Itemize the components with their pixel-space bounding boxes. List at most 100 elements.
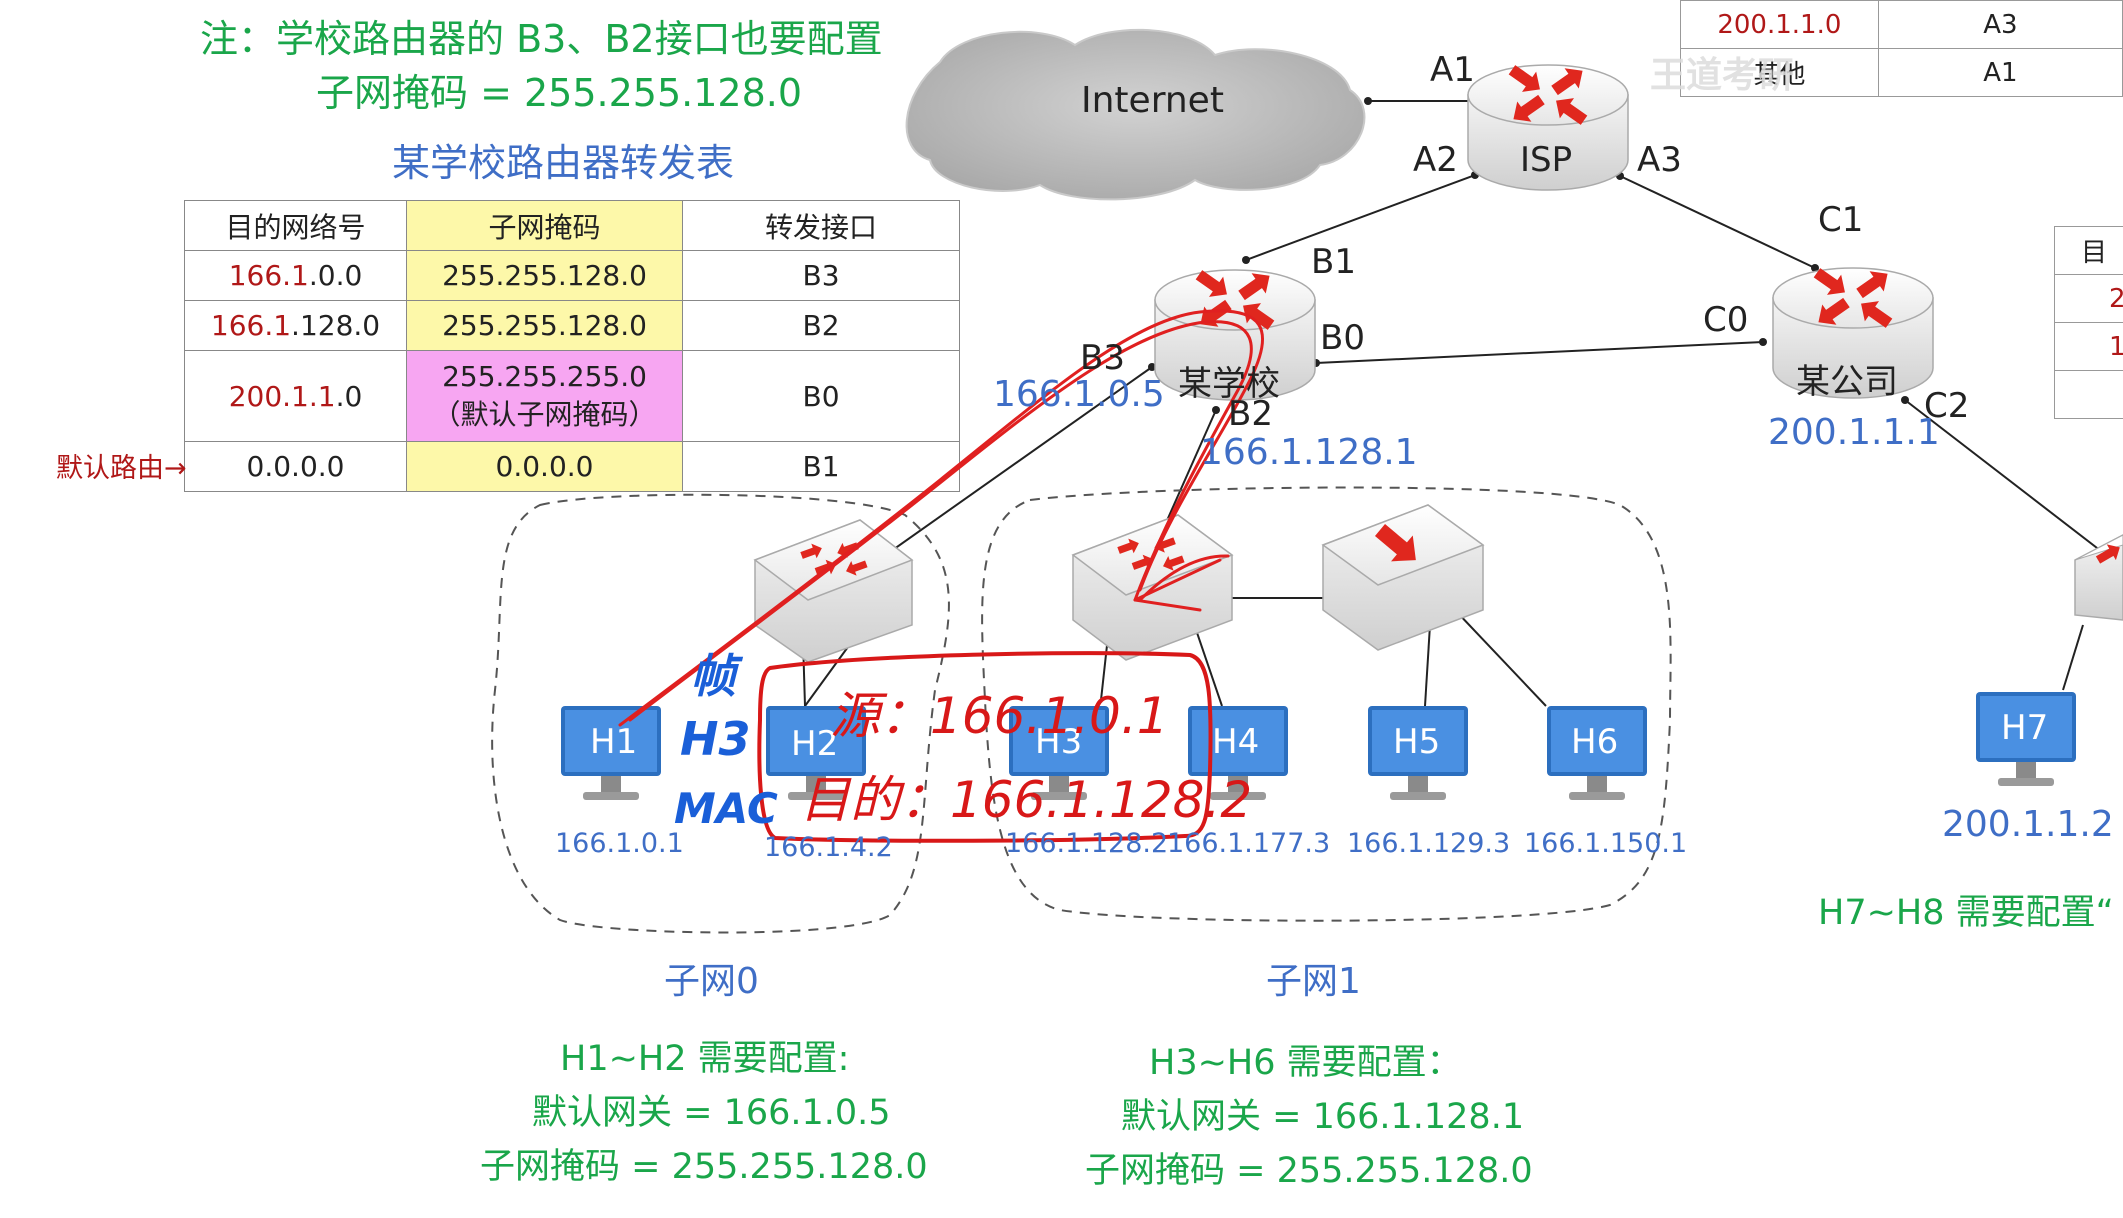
host-h1-icon	[561, 706, 661, 800]
b2-ip: 166.1.128.1	[1200, 432, 1418, 473]
host-h1-label: H1	[590, 722, 638, 762]
config-h3h6-title: H3~H6 需要配置：	[1149, 1043, 1462, 1083]
config-h1h2-gateway: 默认网关 = 166.1.0.5	[532, 1093, 891, 1133]
red-path-annotation	[618, 309, 1265, 727]
company-table-cell: 目	[2054, 226, 2123, 275]
company-table: 目 2 1	[2054, 226, 2123, 419]
row-dest: 166.1.0.0	[184, 250, 407, 301]
port-a3: A3	[1637, 140, 1682, 180]
port-a1: A1	[1430, 50, 1475, 90]
row-iface: B1	[682, 441, 960, 492]
b3-ip: 166.1.0.5	[993, 374, 1165, 415]
host-h4-ip: 166.1.177.3	[1167, 828, 1331, 859]
config-h3h6-mask: 子网掩码 = 255.255.128.0	[1085, 1151, 1533, 1191]
handwritten-mac: MAC	[674, 784, 778, 833]
host-h7-label: H7	[2001, 708, 2049, 748]
host-h5-label: H5	[1393, 722, 1441, 762]
company-router-label: 某公司	[1796, 362, 1898, 402]
port-b2: B2	[1228, 394, 1273, 434]
default-route-label: 默认路由→	[56, 453, 187, 484]
switch2-icon	[1321, 504, 1485, 651]
right-router-icon	[2074, 534, 2123, 621]
handwritten-h3: H3	[680, 712, 751, 766]
note-line2: 子网掩码 = 255.255.128.0	[316, 71, 803, 115]
company-ip: 200.1.1.1	[1768, 412, 1940, 453]
port-a2: A2	[1413, 140, 1458, 180]
link-switch2-h5	[1424, 624, 1431, 707]
row-iface: B3	[682, 250, 960, 301]
port-b1: B1	[1311, 242, 1356, 282]
host-h3-ip: 166.1.128.2	[1005, 828, 1169, 859]
row-mask: 255.255.128.0	[406, 300, 683, 351]
handwritten-src: 源：166.1.0.1	[830, 687, 1169, 745]
link-switch0-h2b	[804, 639, 854, 707]
port-c2: C2	[1924, 386, 1970, 426]
handwritten-dst: 目的：166.1.128.2	[800, 771, 1253, 829]
config-h7h8-title: H7~H8 需要配置“	[1818, 893, 2114, 933]
row-dest: 200.1.1.0	[184, 350, 407, 442]
host-h6-label: H6	[1571, 722, 1619, 762]
subnet1-boundary	[981, 486, 1672, 922]
row-mask: 255.255.128.0	[406, 250, 683, 301]
routing-table-title: 某学校路由器转发表	[392, 141, 735, 185]
link-a2-b1	[1245, 174, 1476, 261]
host-h6-ip: 166.1.150.1	[1524, 828, 1688, 859]
table-row: 200.1.1.0 255.255.255.0（默认子网掩码） B0	[184, 350, 960, 442]
row-mask: 0.0.0.0	[406, 441, 683, 492]
host-h2-label: H2	[791, 724, 839, 764]
host-h7-icon	[1976, 692, 2076, 786]
isp-row-iface: A1	[1877, 48, 2123, 97]
handwritten-frame: 帧	[690, 649, 736, 703]
host-h7-ip: 200.1.1.2	[1942, 804, 2114, 845]
subnet1-label: 子网1	[1266, 961, 1361, 1002]
subnet0-label: 子网0	[664, 961, 759, 1002]
link-h7	[2062, 624, 2084, 691]
company-table-cell	[2054, 370, 2123, 419]
host-h1-ip: 166.1.0.1	[555, 828, 684, 859]
header-mask: 子网掩码	[406, 200, 683, 251]
header-iface: 转发接口	[682, 200, 960, 251]
host-h4-label: H4	[1212, 722, 1260, 762]
row-dest: 0.0.0.0	[184, 441, 407, 492]
port-c0: C0	[1703, 300, 1749, 340]
isp-router-label: ISP	[1520, 140, 1573, 180]
row-iface: B0	[682, 350, 960, 442]
config-h1h2-title: H1~H2 需要配置:	[560, 1039, 850, 1079]
isp-row-dest: 其他	[1680, 48, 1879, 97]
header-dest: 目的网络号	[184, 200, 407, 251]
internet-cloud	[905, 28, 1366, 201]
row-dest: 166.1.128.0	[184, 300, 407, 351]
host-h5-ip: 166.1.129.3	[1347, 828, 1511, 859]
subnet0-boundary	[491, 493, 950, 934]
host-h5-icon	[1368, 706, 1468, 800]
link-switch2-h6	[1454, 609, 1547, 707]
host-h2-ip: 166.1.4.2	[764, 832, 893, 863]
note-line1: 注：学校路由器的 B3、B2接口也要配置	[200, 17, 883, 61]
host-icons	[561, 692, 2076, 800]
company-router-icon	[1772, 262, 1934, 399]
port-b0: B0	[1320, 318, 1365, 358]
school-router-label: 某学校	[1178, 364, 1280, 404]
watermark-logo: 王道考研	[1650, 55, 1795, 96]
link-b0-c0	[1315, 341, 1764, 364]
table-row: 200.1.1.0 A3	[1680, 0, 2123, 49]
isp-router-icon	[1467, 59, 1629, 191]
link-b3-switch0	[852, 366, 1153, 579]
routing-table-header: 目的网络号 子网掩码 转发接口	[184, 200, 960, 251]
internet-label: Internet	[1081, 80, 1224, 121]
host-h4-icon	[1188, 706, 1288, 800]
link-a3-c1	[1619, 175, 1816, 269]
isp-table: 200.1.1.0 A3 其他 A1	[1680, 0, 2123, 97]
table-row: 0.0.0.0 0.0.0.0 B1	[184, 441, 960, 492]
table-row: 其他 A1	[1680, 48, 2123, 97]
isp-row-dest: 200.1.1.0	[1680, 0, 1879, 49]
link-b2-switch1	[1164, 409, 1217, 526]
config-h3h6-gateway: 默认网关 = 166.1.128.1	[1121, 1097, 1525, 1137]
routing-table: 目的网络号 子网掩码 转发接口 166.1.0.0 255.255.128.0 …	[184, 200, 960, 492]
host-h3-icon	[1009, 706, 1109, 800]
host-h2-icon	[766, 706, 866, 800]
table-row: 166.1.0.0 255.255.128.0 B3	[184, 250, 960, 301]
row-mask: 255.255.255.0（默认子网掩码）	[406, 350, 683, 442]
link-c2-h7	[1904, 399, 2123, 569]
